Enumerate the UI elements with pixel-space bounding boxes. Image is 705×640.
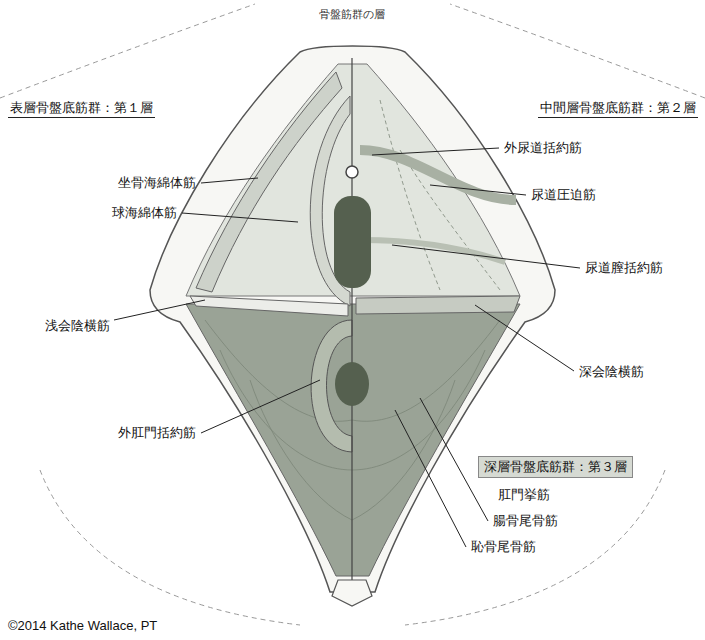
urethra <box>346 166 358 178</box>
thigh-contour <box>0 4 255 98</box>
superficial-transverse-perineal <box>190 296 348 316</box>
muscle-label: 肛門挙筋 <box>498 487 550 503</box>
layer-heading: 表層骨盤底筋群：第１層 <box>8 100 155 118</box>
leader-line <box>114 300 205 320</box>
buttock-contour <box>405 470 665 625</box>
muscle-label: 浅会陰横筋 <box>45 318 110 334</box>
anus <box>335 362 369 406</box>
leader-line <box>372 148 499 155</box>
copyright-note: ©2014 Kathe Wallace, PT <box>8 618 157 634</box>
muscle-label: 深会陰横筋 <box>579 364 644 380</box>
body-contour <box>0 4 705 625</box>
fibre <box>250 380 352 520</box>
thigh-contour <box>450 4 705 98</box>
fibre <box>220 350 352 470</box>
muscle-label: 外尿道括約筋 <box>504 140 582 156</box>
buttock-contour <box>40 470 300 625</box>
leader-line <box>475 305 574 371</box>
midline <box>351 58 352 585</box>
vagina <box>334 196 371 288</box>
muscle-label: 腸骨尾骨筋 <box>493 513 558 529</box>
diagram-title: 骨盤筋群の層 <box>319 8 385 22</box>
urethrovaginal-sphincter <box>362 240 505 262</box>
leader-lines <box>114 148 580 547</box>
muscle-label: 尿道圧迫筋 <box>531 187 596 203</box>
muscle-label: 恥骨尾骨筋 <box>471 539 536 555</box>
fibre <box>400 150 500 290</box>
anal-triangle <box>186 304 520 576</box>
fibre <box>352 350 485 470</box>
pelvic-bone <box>150 46 555 592</box>
leader-line <box>395 410 466 547</box>
urogenital-triangle <box>186 64 520 296</box>
muscle-label: 外肛門括約筋 <box>118 425 196 441</box>
fibre <box>352 320 500 421</box>
muscle-label: 坐骨海綿体筋 <box>118 175 196 191</box>
leader-line <box>201 380 320 433</box>
muscle-label: 球海綿体筋 <box>112 205 177 221</box>
urethral-compressor <box>360 150 516 200</box>
leader-line <box>182 213 298 222</box>
leader-line <box>392 245 580 268</box>
fibre <box>380 100 440 290</box>
coccyx <box>332 580 372 606</box>
layer-heading: 中間層骨盤底筋群：第２層 <box>538 100 698 118</box>
leader-line <box>430 185 526 195</box>
layer-heading: 深層骨盤底筋群：第３層 <box>478 456 633 478</box>
muscle-label: 尿道膣括約筋 <box>585 260 663 276</box>
leader-line <box>201 178 258 183</box>
deep-transverse-perineal <box>356 296 520 314</box>
fibre <box>352 380 455 520</box>
